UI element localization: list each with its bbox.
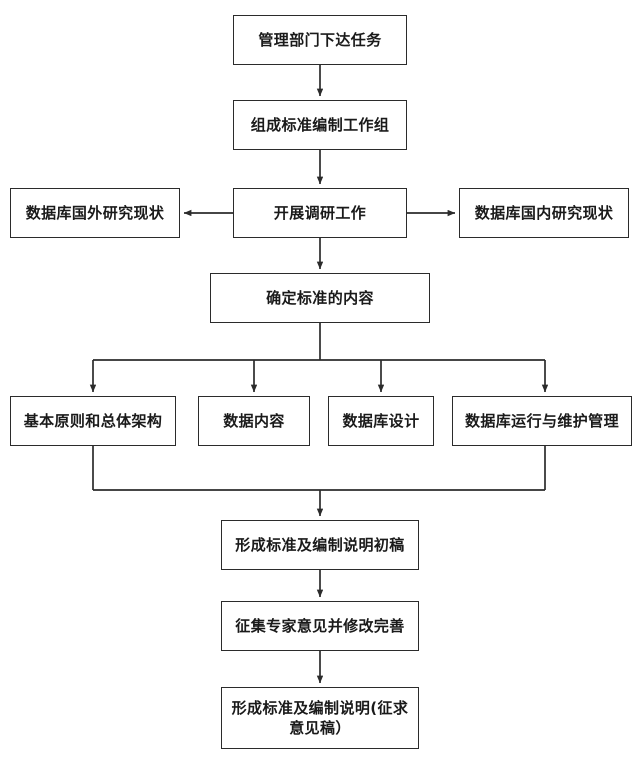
node-final-draft-for-comment[interactable]: 形成标准及编制说明(征求 意见稿） [221,687,419,749]
node-assign-task-label: 管理部门下达任务 [258,30,382,49]
node-define-standard-content[interactable]: 确定标准的内容 [210,273,430,323]
node-data-content-label: 数据内容 [223,411,285,430]
node-domestic-research-status-label: 数据库国内研究现状 [474,203,614,222]
node-basic-principles-architecture[interactable]: 基本原则和总体架构 [10,396,176,446]
node-define-standard-content-label: 确定标准的内容 [266,288,374,307]
node-database-design-label: 数据库设计 [342,411,420,430]
node-foreign-research-status[interactable]: 数据库国外研究现状 [10,188,180,238]
node-foreign-research-status-label: 数据库国外研究现状 [25,203,165,222]
node-database-operation-maintenance[interactable]: 数据库运行与维护管理 [452,396,632,446]
node-assign-task[interactable]: 管理部门下达任务 [233,15,407,65]
node-final-draft-for-comment-label: 形成标准及编制说明(征求 意见稿） [231,698,409,737]
node-form-working-group[interactable]: 组成标准编制工作组 [233,100,407,150]
node-collect-expert-opinions[interactable]: 征集专家意见并修改完善 [221,601,419,651]
node-collect-expert-opinions-label: 征集专家意见并修改完善 [235,616,405,635]
node-database-operation-maintenance-label: 数据库运行与维护管理 [464,411,619,430]
node-data-content[interactable]: 数据内容 [198,396,310,446]
node-basic-principles-architecture-label: 基本原则和总体架构 [23,411,163,430]
node-form-working-group-label: 组成标准编制工作组 [250,115,390,134]
node-database-design[interactable]: 数据库设计 [328,396,434,446]
node-conduct-research[interactable]: 开展调研工作 [233,188,407,238]
node-conduct-research-label: 开展调研工作 [273,203,367,222]
node-draft-standard-explanation-label: 形成标准及编制说明初稿 [235,535,405,554]
node-draft-standard-explanation[interactable]: 形成标准及编制说明初稿 [221,520,419,570]
node-domestic-research-status[interactable]: 数据库国内研究现状 [459,188,629,238]
